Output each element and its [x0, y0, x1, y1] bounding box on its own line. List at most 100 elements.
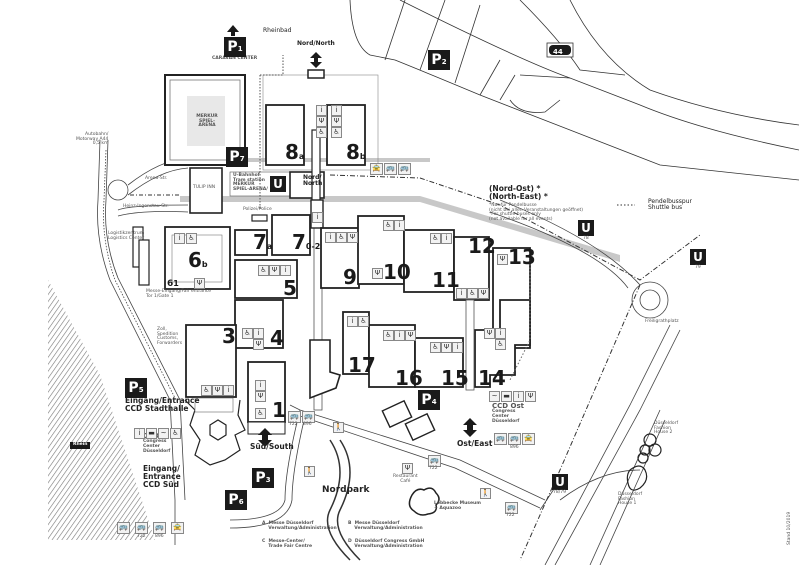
hall-9-label[interactable]: 9: [343, 265, 357, 289]
accessible-icon: ♿: [358, 316, 369, 327]
hall-4-label[interactable]: 4: [270, 326, 284, 350]
arena-street-label: Arena-Str.: [145, 176, 168, 181]
restaurant-icon: Ψ: [405, 330, 416, 341]
hall-1-label[interactable]: 1: [272, 398, 286, 422]
freiligrathplatz-roundabout: [631, 281, 669, 319]
accessible-icon: ♿: [258, 265, 269, 276]
info-icon: i: [312, 212, 323, 223]
accessible-icon: ♿: [467, 288, 478, 299]
hall-16-label[interactable]: 16: [395, 366, 423, 390]
parking-p2[interactable]: P2: [428, 50, 450, 70]
freiligrathplatz-label: Freiligrathplatz: [645, 319, 679, 324]
shuttle-bus-route: [329, 174, 701, 281]
hall-7a-label[interactable]: 7a: [253, 230, 273, 254]
taxi-icon: 🚖: [171, 522, 184, 534]
hall-17-label[interactable]: 17: [348, 353, 376, 377]
bus-line-896: 896: [510, 445, 519, 450]
hall-7-0-2-label[interactable]: 70-2: [292, 230, 321, 254]
hall-8b-label[interactable]: 8b: [346, 140, 366, 164]
accessible-icon: ♿: [316, 127, 327, 138]
accessible-icon: ♿: [430, 233, 441, 244]
loebbecke-label: Löbbecke Museum+ Aquazoo: [434, 501, 481, 511]
bus-stop-722-icon: 🚌: [135, 522, 148, 534]
parking-p4[interactable]: P4: [418, 390, 440, 410]
info-icon: i: [316, 105, 327, 116]
parking-p5[interactable]: P5: [125, 378, 147, 398]
info-icon: i: [441, 233, 452, 244]
restaurant-icon: Ψ: [402, 463, 413, 474]
accessible-icon: ♿: [170, 428, 181, 439]
info-icon: i: [325, 232, 336, 243]
bus-line-722: 722: [506, 513, 515, 518]
accessible-icon: ♿: [495, 339, 506, 350]
info-icon: i: [174, 233, 185, 244]
info-icon: i: [134, 428, 145, 439]
info-icon: i: [456, 288, 467, 299]
east-gate-arrow: [463, 418, 477, 437]
parking-p6[interactable]: P6: [225, 490, 247, 510]
parking-p3[interactable]: P3: [252, 468, 274, 488]
info-icon: i: [331, 105, 342, 116]
hall-13-label[interactable]: 13: [508, 245, 536, 269]
caravan-center-label: CARAVAN CENTER: [212, 56, 258, 61]
hall-14-label[interactable]: 14: [478, 366, 506, 390]
motorway-44-sign: [549, 45, 571, 55]
info-icon: i: [394, 220, 405, 231]
bus-line-722: 722: [137, 534, 146, 539]
p1-arrow: [227, 25, 239, 36]
hall-5-label[interactable]: 5: [283, 276, 297, 300]
motorway-44-label: 44: [553, 48, 563, 56]
accessible-icon: ♿: [331, 127, 342, 138]
ubahn-78-label: 78: [583, 236, 589, 241]
accessible-icon: ♿: [336, 232, 347, 243]
accessible-icon: ♿: [430, 342, 441, 353]
ubahn-icon-78: U: [578, 220, 594, 236]
heinz-ingenstau-label: Heinz-Ingenstau-Str.: [123, 204, 169, 209]
restaurant-icon: Ψ: [484, 328, 495, 339]
parking-p1[interactable]: P1: [224, 37, 246, 57]
motorway-a44: [349, 0, 799, 181]
hall-11-label[interactable]: 11: [432, 268, 460, 292]
shuttle-icon: 🚌: [494, 433, 507, 445]
parking-p7[interactable]: P7: [226, 147, 248, 167]
info-icon: i: [253, 328, 264, 339]
bus-line-722: 722: [429, 466, 438, 471]
info-icon: i: [347, 316, 358, 327]
hall-3-label[interactable]: 3: [222, 324, 236, 348]
info-icon: i: [452, 342, 463, 353]
lounge-icon: ~: [489, 391, 500, 402]
restaurant-icon: Ψ: [478, 288, 489, 299]
restaurant-icon: Ψ: [255, 391, 266, 402]
hall-6-1-label[interactable]: 61: [167, 279, 179, 289]
bus-line-896: 896: [155, 534, 164, 539]
nord-entrance-label: Nord/North: [303, 174, 323, 188]
info-icon: i: [255, 380, 266, 391]
accessible-icon: ♿: [186, 233, 197, 244]
hall-6b-label[interactable]: 6b: [188, 248, 208, 272]
hall-8a-label[interactable]: 8a: [285, 140, 305, 164]
restaurant-icon: Ψ: [194, 278, 205, 289]
restaurant-icon: Ψ: [212, 385, 223, 396]
accessible-icon: ♿: [201, 385, 212, 396]
ubahn-78-79-label: 78/79: [553, 490, 566, 495]
shuttle-icon: 🚌: [117, 522, 130, 534]
ubahn-icon-79: U: [690, 249, 706, 265]
ubahn-icon-north: U: [270, 176, 286, 192]
rheinbad-label: Rheinbad: [263, 27, 292, 34]
hall-12-label[interactable]: 12: [468, 234, 496, 258]
hall-10-label[interactable]: 10: [383, 260, 411, 284]
restaurant-icon: Ψ: [525, 391, 536, 402]
ubahn-icon-78-79: U: [552, 474, 568, 490]
hall-15-label[interactable]: 15: [441, 366, 469, 390]
north-east-entrance-label: (Nord-Ost) *(North-East) *: [489, 184, 548, 201]
cloakroom-icon: ▬: [146, 428, 157, 439]
restaurant-icon: Ψ: [316, 116, 327, 127]
rhein-label: Rhein: [70, 442, 91, 449]
north-gate-label: Nord/North: [297, 40, 335, 47]
